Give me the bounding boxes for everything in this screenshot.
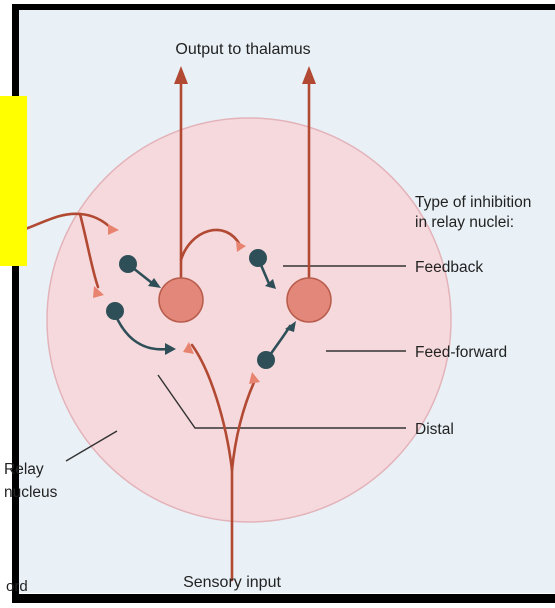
interneuron-b-body [249, 249, 267, 267]
feedback-label: Feedback [415, 259, 483, 276]
corner-text: ord [6, 578, 28, 595]
left-frame-bar [12, 4, 19, 603]
relay-nucleus-label-1: Relay [4, 461, 44, 478]
top-frame-bar [12, 4, 555, 10]
relay-nucleus-label-2: nucleus [4, 484, 58, 501]
relay-cell-right [287, 278, 331, 322]
feed-forward-label: Feed-forward [415, 344, 507, 361]
inhibition-type-title-1: Type of inhibition [415, 194, 531, 211]
bottom-frame-bar [12, 594, 555, 603]
interneuron-d-body [257, 351, 275, 369]
output-label: Output to thalamus [175, 41, 310, 58]
distal-label: Distal [415, 421, 454, 438]
interneuron-c-body [106, 302, 124, 320]
relay-cell-left [159, 278, 203, 322]
sensory-input-label: Sensory input [183, 574, 281, 591]
yellow-highlight [0, 96, 27, 266]
interneuron-a-body [119, 255, 137, 273]
relay-nucleus-disk [47, 118, 451, 522]
inhibition-type-title-2: in relay nuclei: [415, 214, 514, 231]
